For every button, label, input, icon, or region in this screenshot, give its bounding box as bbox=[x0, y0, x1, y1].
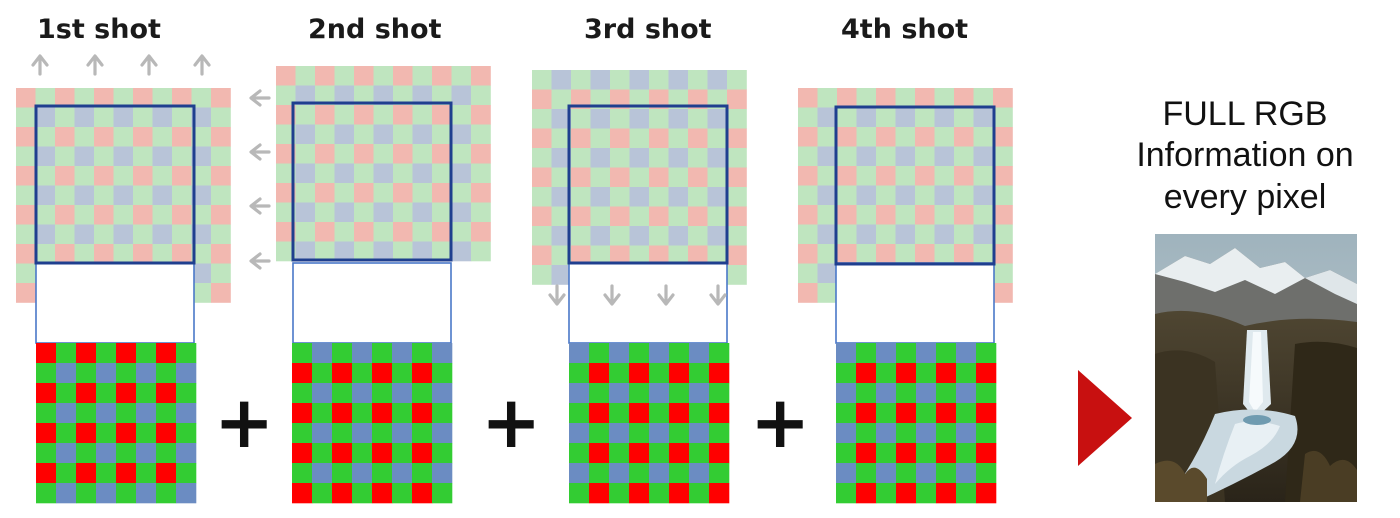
arrow-down-icon-2 bbox=[603, 284, 621, 306]
arrow-up-icon-4 bbox=[193, 54, 211, 76]
arrow-left-icon-4 bbox=[249, 252, 271, 270]
capture-frame-shot-2 bbox=[291, 101, 453, 262]
connector-shot-2 bbox=[292, 262, 452, 344]
sensor-grid-shot-2 bbox=[276, 66, 491, 262]
bayer-pattern-shot-1 bbox=[36, 343, 197, 504]
arrow-left-icon-1 bbox=[249, 89, 271, 107]
connector-shot-3 bbox=[568, 262, 728, 344]
shot-label-4: 4th shot bbox=[841, 14, 969, 45]
bayer-pattern-shot-4 bbox=[836, 343, 997, 504]
plus-operator-3: + bbox=[750, 380, 811, 464]
plus-operator-2: + bbox=[481, 380, 542, 464]
sensor-grid-shot-3 bbox=[532, 70, 747, 285]
shot-label-1: 1st shot bbox=[37, 14, 161, 45]
capture-frame-shot-1 bbox=[34, 104, 196, 265]
caption-line-2: Information on bbox=[1136, 136, 1354, 175]
arrow-up-icon-1 bbox=[31, 54, 49, 76]
shot-label-2: 2nd shot bbox=[308, 14, 442, 45]
arrow-down-icon-3 bbox=[657, 284, 675, 306]
plus-operator-1: + bbox=[214, 380, 275, 464]
capture-frame-shot-3 bbox=[567, 104, 729, 265]
shot-label-3: 3rd shot bbox=[584, 14, 712, 45]
mountain-waterfall-photo bbox=[1155, 234, 1357, 502]
arrow-up-icon-3 bbox=[140, 54, 158, 76]
connector-shot-4 bbox=[835, 262, 995, 344]
arrow-up-icon-2 bbox=[86, 54, 104, 76]
caption-line-3: every pixel bbox=[1163, 177, 1327, 216]
play-triangle-icon bbox=[1078, 370, 1132, 466]
connector-shot-1 bbox=[35, 262, 195, 344]
caption-line-1: FULL RGB bbox=[1162, 95, 1328, 133]
arrow-left-icon-3 bbox=[249, 197, 271, 215]
bayer-pattern-shot-3 bbox=[569, 343, 730, 504]
capture-frame-shot-4 bbox=[834, 105, 996, 266]
arrow-down-icon-1 bbox=[548, 284, 566, 306]
bayer-pattern-shot-2 bbox=[292, 343, 453, 504]
arrow-left-icon-2 bbox=[249, 143, 271, 161]
arrow-down-icon-4 bbox=[709, 284, 727, 306]
result-caption: FULL RGB Information on every pixel bbox=[1090, 94, 1400, 218]
